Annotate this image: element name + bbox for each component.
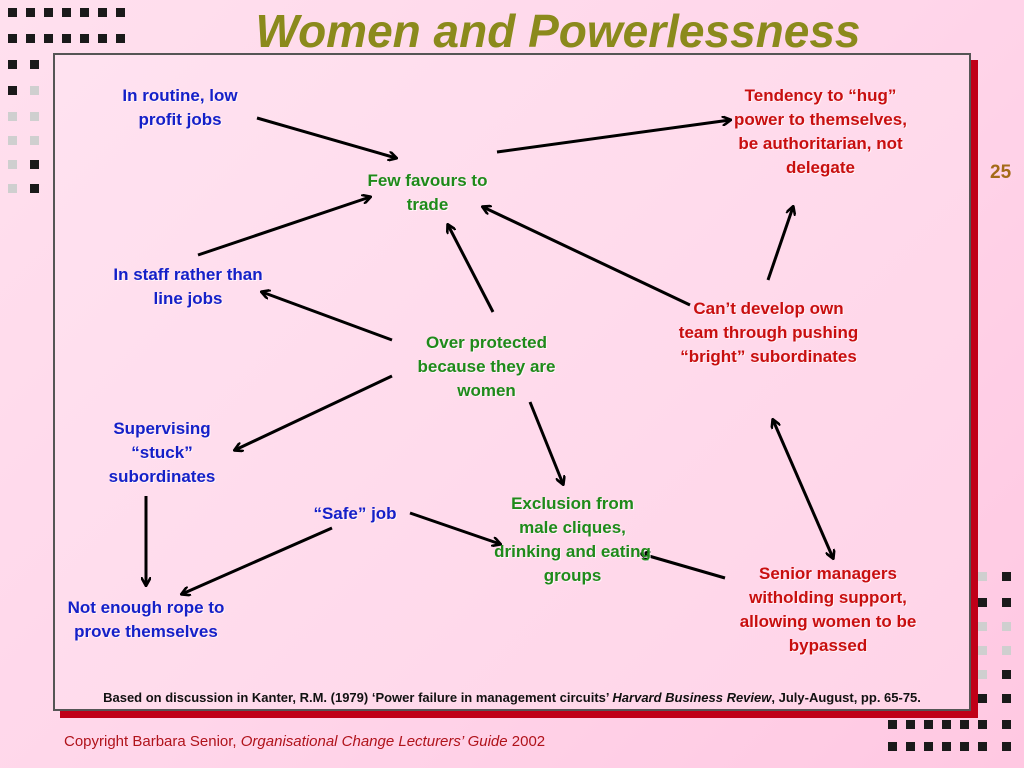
arrow-protected-to-staff [262,292,393,342]
citation-journal: Harvard Business Review [612,690,772,705]
copyright-prefix: Copyright Barbara Senior, [64,733,241,750]
arrow-safejob-to-exclusion [409,511,500,544]
arrow-protected-to-exclusion [528,401,563,484]
corner-decoration-top-left [8,8,138,198]
arrow-protected-to-supervising [235,374,393,450]
node-not-enough-rope: Not enough rope to prove themselves [67,598,225,641]
node-hug-power: Tendency to “hug” power to themselves, b… [734,86,907,177]
node-few-favours: Few favours to trade [367,171,488,214]
arrow-cantdevelop-to-hug [766,207,793,281]
slide-title: Women and Powerlessness [255,5,861,57]
arrow-protected-to-favours [448,225,495,313]
node-cant-develop: Can’t develop own team through pushing “… [678,299,859,366]
node-supervising-stuck: Supervising “stuck” subordinates [108,419,216,486]
copyright-suffix: 2002 [507,733,546,750]
diagram-panel [53,53,971,711]
arrow-senior-to-exclusion [642,554,726,580]
node-staff-jobs: In staff rather than line jobs [113,265,263,308]
arrow-favours-to-hug [496,120,730,154]
node-safe-job: “Safe” job [313,504,397,523]
arrow-staff-to-favours [197,197,370,257]
page-number: 25 [990,162,1012,183]
node-exclusion: Exclusion from male cliques, drinking an… [494,494,651,585]
node-over-protected: Over protected because they are women [417,333,556,400]
arrow-safejob-to-rope [182,526,333,594]
arrow-cantdevelop-to-favours [483,207,691,307]
corner-decoration-bottom-right [880,572,1020,762]
copyright-work: Organisational Change Lecturers’ Guide [240,733,508,750]
arrow-senior-cantdevelop-bidirectional [773,420,833,558]
citation: Based on discussion in Kanter, R.M. (197… [0,690,1024,705]
arrow-routine-to-favours [256,116,396,158]
node-routine-jobs: In routine, low profit jobs [122,86,238,129]
citation-suffix: , July-August, pp. 65-75. [771,690,921,705]
citation-prefix: Based on discussion in Kanter, R.M. (197… [103,690,613,705]
copyright: Copyright Barbara Senior, Organisational… [64,733,545,750]
node-senior-managers: Senior managers witholding support, allo… [739,564,917,655]
